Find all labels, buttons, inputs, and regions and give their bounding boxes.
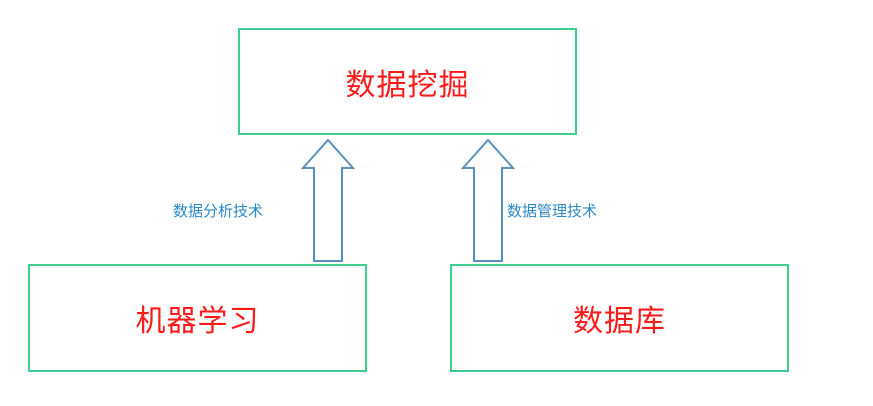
data-mining-box: 数据挖掘 [238,28,577,135]
machine-learning-label: 机器学习 [135,304,260,339]
database-label: 数据库 [573,304,666,339]
data-analysis-technology-label: 数据分析技术 [173,202,264,220]
up-arrow-left [300,138,356,262]
data-mining-label: 数据挖掘 [345,67,470,103]
machine-learning-box: 机器学习 [28,264,367,372]
up-arrow-right [460,138,516,262]
database-box: 数据库 [450,264,789,372]
data-management-technology-label: 数据管理技术 [507,202,598,220]
